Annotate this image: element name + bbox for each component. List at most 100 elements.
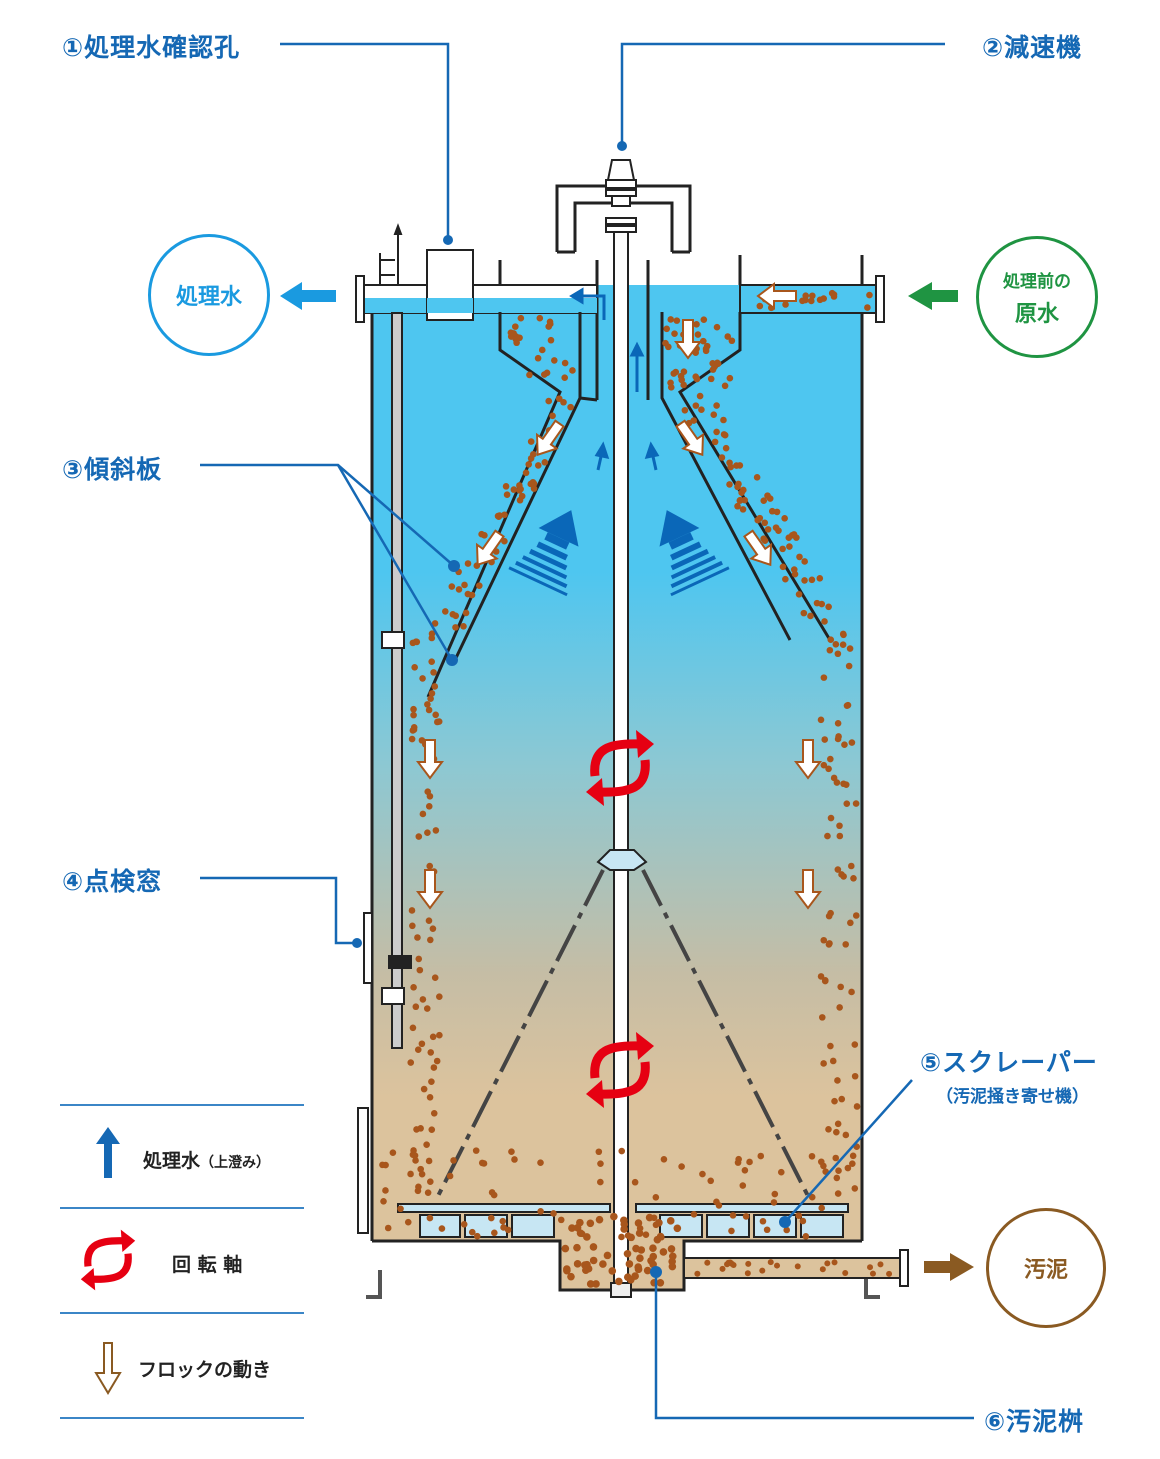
floc-dot bbox=[848, 988, 855, 996]
floc-dot bbox=[840, 873, 847, 880]
floc-dot bbox=[427, 936, 434, 944]
floc-dot bbox=[808, 1152, 816, 1160]
floc-dot bbox=[728, 1227, 735, 1235]
floc-dot bbox=[773, 508, 781, 516]
floc-dot bbox=[831, 1259, 838, 1266]
floc-dot bbox=[512, 323, 519, 330]
floc-dot bbox=[783, 1226, 791, 1234]
floc-dot bbox=[382, 1187, 389, 1194]
floc-dot bbox=[380, 1197, 387, 1205]
floc-dot bbox=[767, 1259, 774, 1266]
floc-dot bbox=[795, 1212, 803, 1220]
floc-dot bbox=[761, 519, 769, 527]
floc-dot bbox=[547, 336, 555, 344]
floc-dot bbox=[618, 1147, 626, 1155]
floc-dot bbox=[720, 431, 728, 438]
floc-dot bbox=[649, 1244, 657, 1253]
floc-dot bbox=[631, 1178, 639, 1186]
floc-dot bbox=[713, 1198, 720, 1206]
floc-dot bbox=[429, 925, 437, 932]
floc-dot bbox=[450, 1157, 457, 1164]
floc-dot bbox=[673, 317, 681, 324]
callout-scraper: ⑤スクレーパー bbox=[920, 1048, 1098, 1077]
floc-dot bbox=[721, 382, 729, 390]
inspection-window bbox=[363, 912, 373, 984]
floc-dot bbox=[452, 612, 460, 620]
floc-dot bbox=[826, 940, 833, 947]
floc-dot bbox=[808, 576, 816, 584]
floc-dot bbox=[407, 1059, 415, 1066]
floc-dot bbox=[666, 1217, 675, 1225]
floc-dot bbox=[753, 474, 761, 481]
floc-dot bbox=[534, 354, 542, 362]
floc-dot bbox=[586, 1280, 595, 1288]
floc-dot bbox=[522, 469, 530, 477]
floc-dot bbox=[424, 829, 431, 836]
floc-dot bbox=[713, 323, 721, 331]
floc-dot bbox=[807, 612, 814, 620]
floc-dot bbox=[534, 462, 542, 469]
rotating-shaft bbox=[613, 231, 629, 1285]
floc-dot bbox=[537, 1159, 544, 1167]
floc-dot bbox=[835, 1167, 842, 1174]
inlet-flange bbox=[875, 275, 885, 323]
floc-dot bbox=[462, 609, 470, 617]
floc-dot bbox=[581, 1261, 589, 1269]
floc-dot bbox=[436, 1031, 443, 1039]
floc-dot bbox=[667, 1245, 676, 1253]
floc-dot bbox=[446, 1172, 454, 1180]
floc-dot bbox=[473, 1232, 481, 1240]
floc-dot bbox=[842, 1269, 849, 1276]
floc-dot bbox=[595, 1215, 604, 1224]
floc-dot bbox=[742, 1213, 750, 1220]
raw-water-badge: 処理前の 原水 bbox=[976, 236, 1098, 358]
floc-dot bbox=[867, 1264, 874, 1271]
reducer-motor bbox=[605, 159, 637, 233]
floc-dot bbox=[501, 537, 508, 545]
treated-water-arrow-icon bbox=[280, 282, 336, 310]
floc-dot bbox=[866, 291, 873, 299]
floc-dot bbox=[632, 1244, 640, 1253]
floc-dot bbox=[759, 1267, 766, 1274]
floc-dot bbox=[656, 1278, 665, 1287]
floc-dot bbox=[410, 724, 418, 731]
floc-dot bbox=[441, 608, 449, 615]
floc-dot bbox=[419, 675, 426, 682]
floc-dot bbox=[576, 1229, 585, 1237]
floc-dot bbox=[736, 462, 744, 469]
floc-dot bbox=[782, 301, 789, 308]
legend-item-treated-water: 処理水（上澄み） bbox=[143, 1146, 270, 1173]
floc-dot bbox=[820, 761, 828, 769]
floc-dot bbox=[729, 1212, 737, 1219]
floc-dot bbox=[821, 618, 828, 625]
floc-dot bbox=[779, 545, 786, 553]
floc-dot bbox=[834, 1190, 842, 1197]
floc-dot bbox=[838, 1095, 846, 1103]
floc-dot bbox=[642, 1231, 650, 1238]
floc-dot bbox=[852, 912, 860, 919]
floc-dot bbox=[667, 384, 675, 391]
floc-dot bbox=[555, 395, 563, 402]
floc-arrow bbox=[794, 739, 822, 780]
floc-dot bbox=[511, 1156, 518, 1163]
floc-dot bbox=[799, 297, 806, 305]
floc-dot bbox=[663, 325, 671, 333]
floc-dot bbox=[623, 1249, 632, 1258]
floc-dot bbox=[869, 1270, 876, 1277]
floc-dot bbox=[693, 375, 701, 383]
floc-dot bbox=[724, 1261, 731, 1268]
floc-dot bbox=[428, 634, 436, 642]
floc-dot bbox=[427, 1178, 434, 1186]
floc-dot bbox=[843, 800, 851, 807]
floc-dot bbox=[409, 922, 416, 930]
floc-dot bbox=[842, 941, 850, 948]
floc-dot bbox=[397, 1205, 404, 1213]
floc-dot bbox=[649, 1252, 658, 1261]
floc-dot bbox=[569, 367, 576, 374]
treated-water-badge: 処理水 bbox=[148, 234, 270, 356]
floc-dot bbox=[460, 1220, 468, 1228]
floc-dot bbox=[842, 781, 850, 788]
floc-dot bbox=[504, 1226, 512, 1234]
floc-dot bbox=[634, 1263, 643, 1271]
floc-dot bbox=[779, 563, 787, 571]
